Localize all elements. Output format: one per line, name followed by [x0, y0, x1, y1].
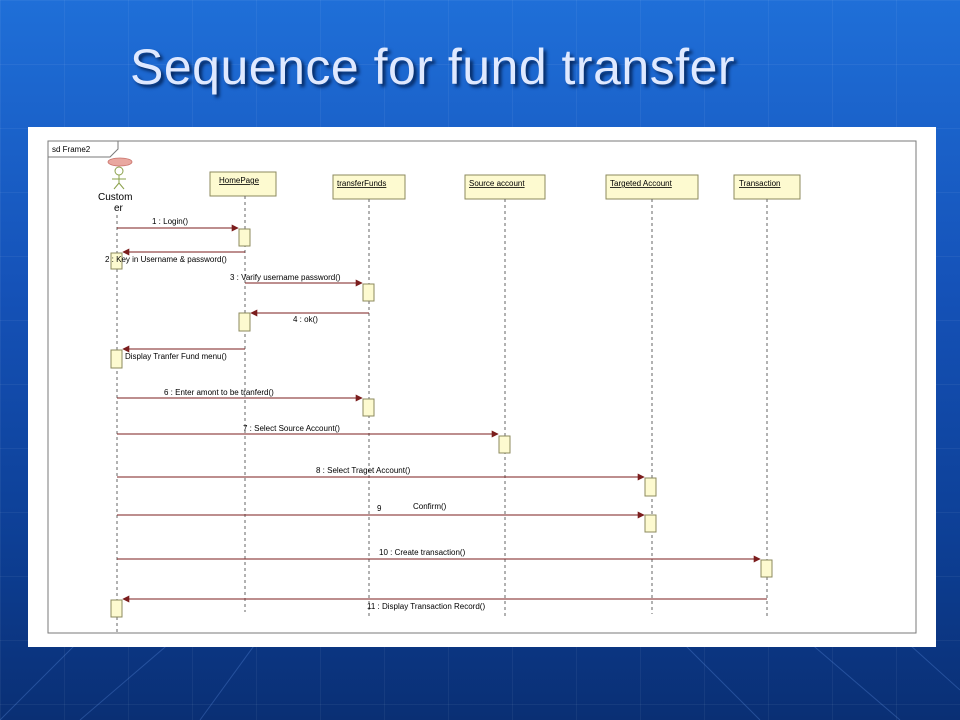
message-7-label: 7 : Select Source Account() [243, 424, 340, 433]
sequence-diagram: sd Frame2 Custom er HomePage transferFun… [47, 140, 917, 634]
message-2-label: 2 : Key in Username & password() [105, 255, 227, 264]
lifeline-label-transaction: Transaction [739, 179, 781, 188]
message-9-label: 9 [377, 504, 382, 513]
message-5-label: Display Tranfer Fund menu() [125, 352, 227, 361]
message-3-label: 3 : Varify username password() [230, 273, 341, 282]
diagram-panel: sd Frame2 Custom er HomePage transferFun… [28, 127, 936, 647]
activation-source-1 [498, 435, 511, 454]
diagram-frame [47, 140, 917, 634]
lifeline-label-source: Source account [469, 179, 525, 188]
lifeline-transaction: Transaction [733, 174, 801, 619]
activation-customer-3 [110, 599, 123, 618]
message-8-label: 8 : Select Traget Account() [316, 466, 411, 475]
actor-label-line2: er [114, 203, 124, 214]
activation-targeted-1 [644, 477, 657, 497]
activation-targeted-2 [644, 514, 657, 533]
activation-boxes [110, 228, 773, 618]
frame-label: sd Frame2 [52, 145, 91, 154]
lifeline-label-targeted: Targeted Account [610, 179, 673, 188]
activation-transferfunds-1 [362, 283, 375, 302]
frame-tab [47, 140, 119, 158]
slide-title: Sequence for fund transfer [130, 39, 736, 95]
actor-label-line1: Custom [98, 192, 132, 203]
message-1-label: 1 : Login() [152, 217, 188, 226]
activation-transferfunds-2 [362, 398, 375, 417]
lifeline-targeted-account: Targeted Account [605, 174, 699, 614]
message-9-confirm-label: Confirm() [413, 502, 447, 511]
lifeline-label-homepage: HomePage [219, 176, 260, 185]
activation-homepage-2 [238, 312, 251, 332]
activation-customer-1 [110, 252, 123, 270]
activation-customer-2 [110, 349, 123, 369]
lifeline-source-account: Source account [464, 174, 546, 619]
message-4-label: 4 : ok() [293, 315, 318, 324]
activation-transaction-1 [760, 559, 773, 578]
lifeline-label-transferfunds: transferFunds [337, 179, 386, 188]
lifeline-homepage: HomePage [209, 171, 277, 612]
actor-icon [107, 157, 133, 190]
message-10-label: 10 : Create transaction() [379, 548, 466, 557]
message-6-label: 6 : Enter amont to be tranferd() [164, 388, 274, 397]
message-11-label: 11 : Display Transaction Record() [367, 602, 485, 611]
activation-homepage-1 [238, 228, 251, 247]
